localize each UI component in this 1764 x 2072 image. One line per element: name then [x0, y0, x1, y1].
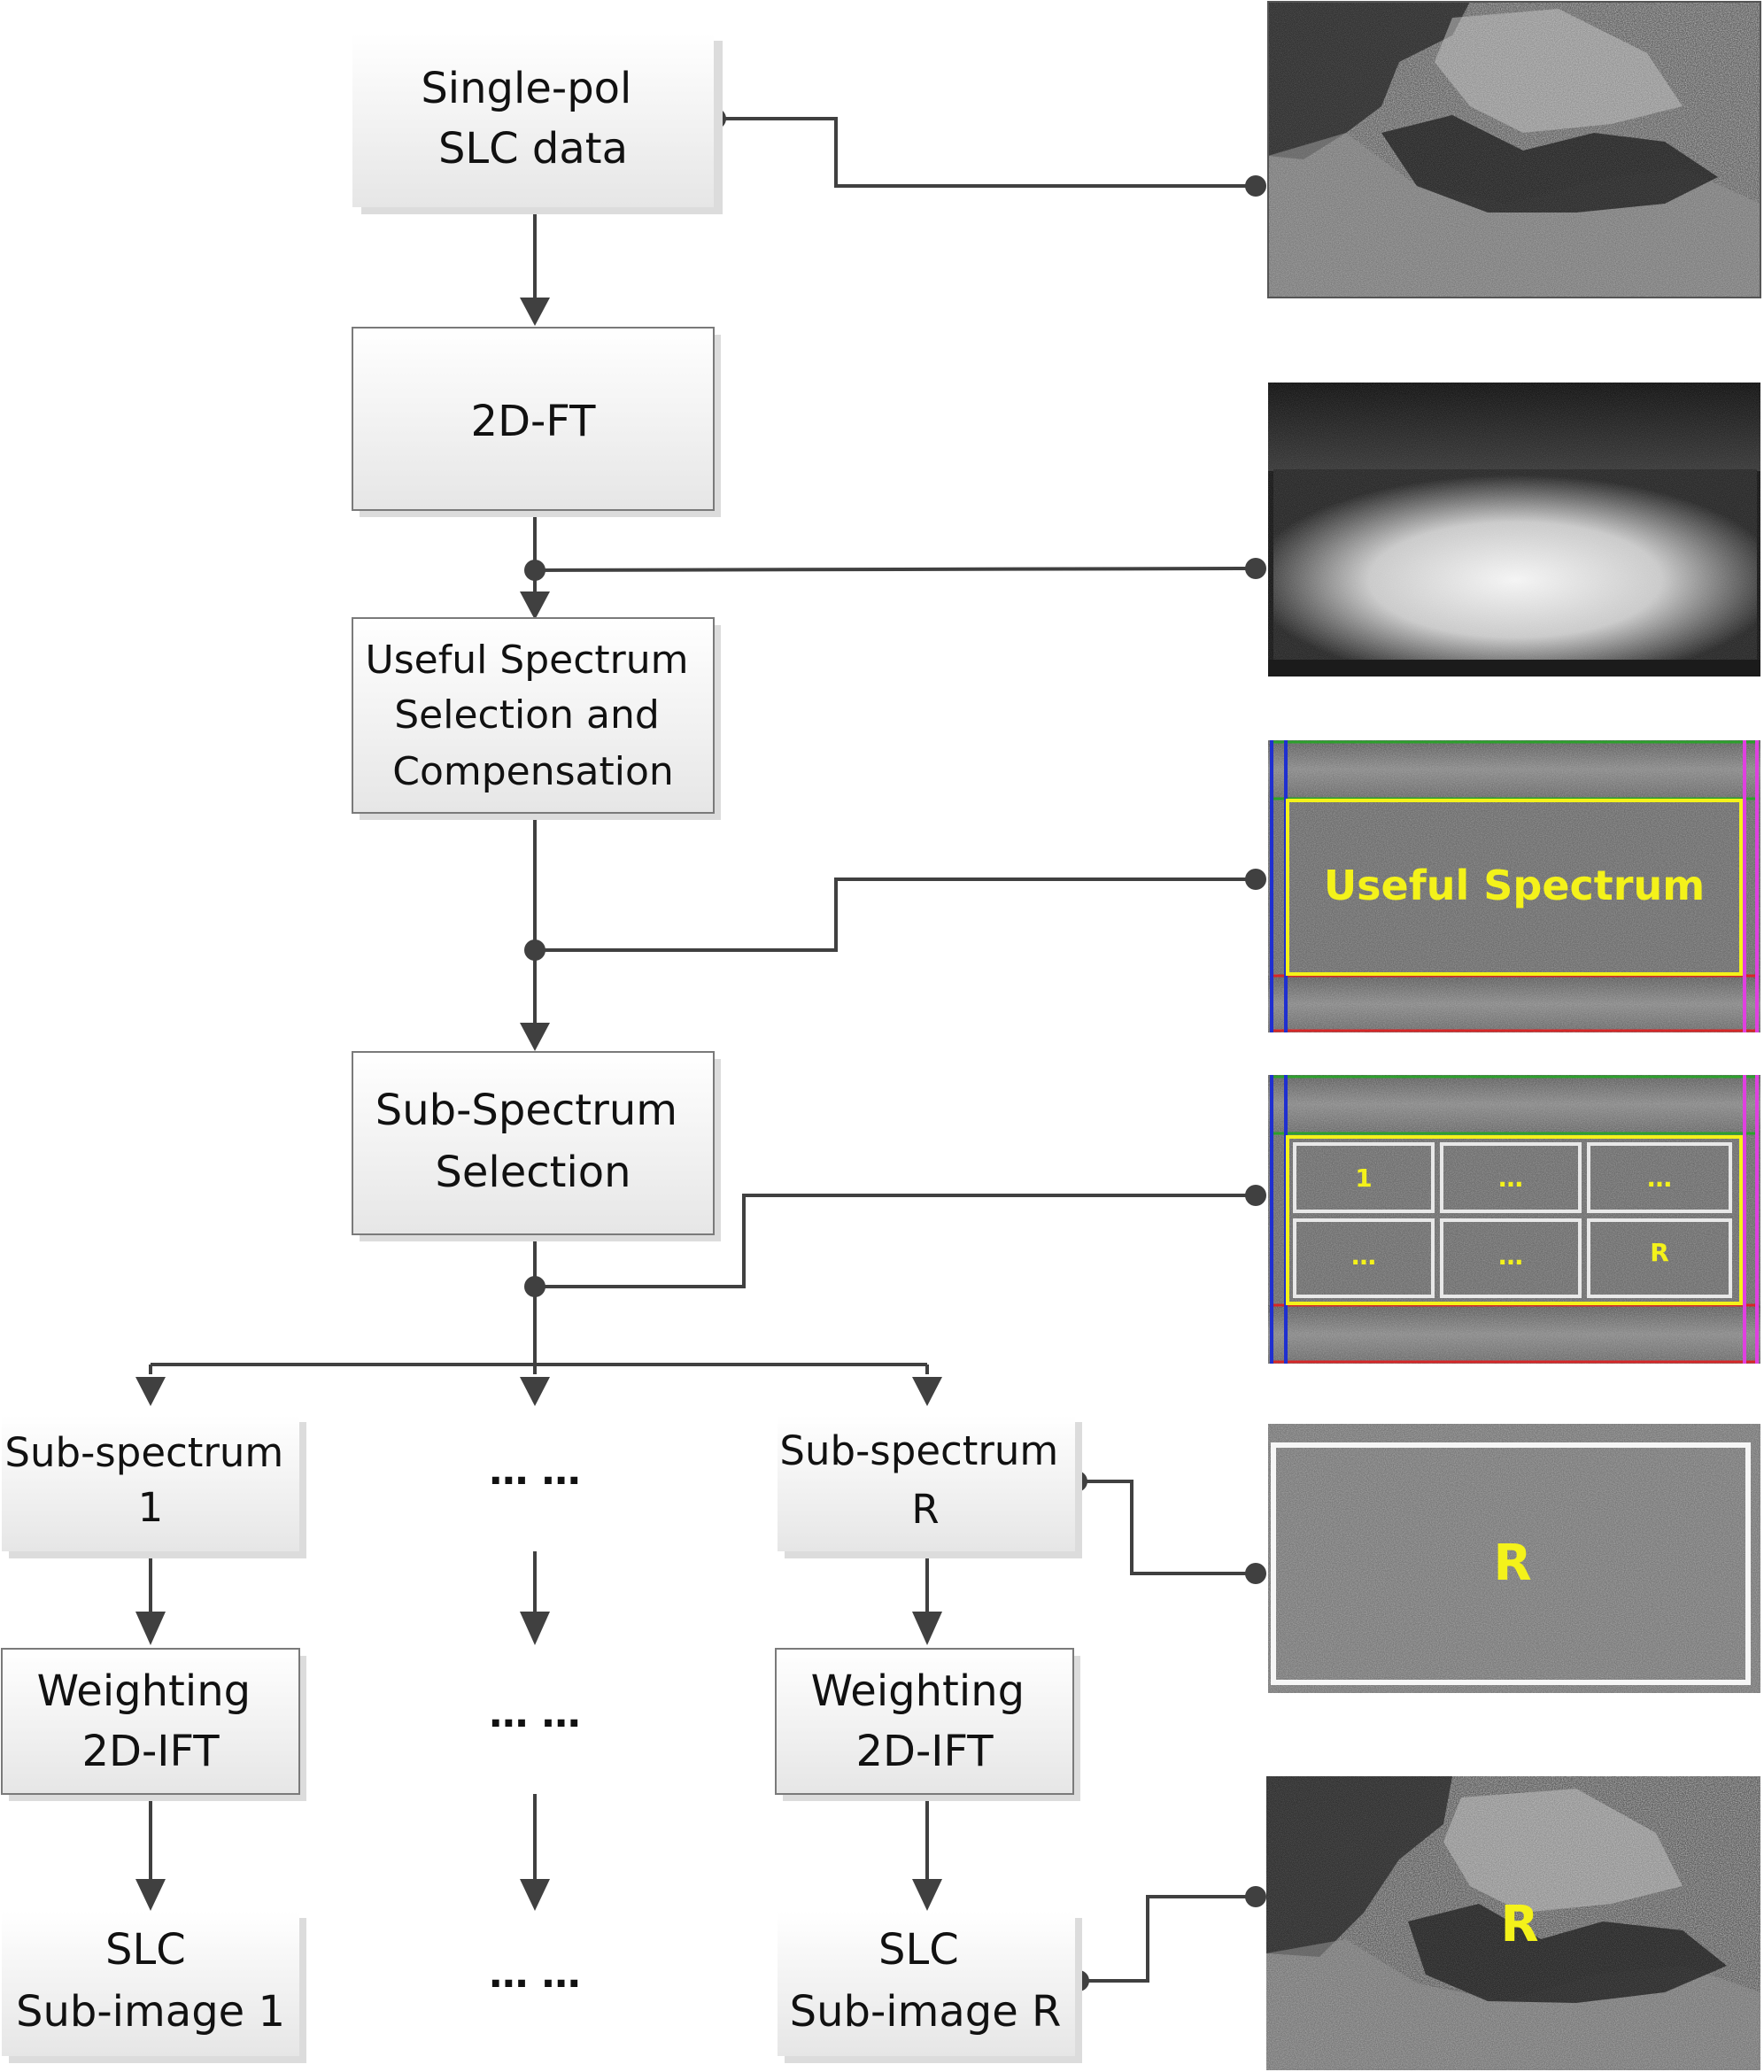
- junction-dot: [1245, 175, 1266, 197]
- box-line: Sub-spectrum: [4, 1429, 283, 1476]
- box-weighting-r: Weighting 2D-IFT: [775, 1648, 1080, 1801]
- link-subR-to-image: [1077, 1480, 1256, 1575]
- arrowhead: [520, 1377, 550, 1406]
- junction-dot: [524, 939, 545, 961]
- box-line: 2D-IFT: [81, 1727, 220, 1776]
- link-slcR-to-image: [1079, 1895, 1256, 1983]
- box-slc-sub-image-1: SLC Sub-image 1: [2, 1911, 306, 2063]
- box-2d-ft: 2D-FT: [352, 327, 721, 517]
- arrowhead: [912, 1612, 942, 1645]
- arrowhead: [520, 298, 550, 326]
- svg-text:2D-FT: 2D-FT: [471, 397, 597, 446]
- sub-spectrum-r-label: R: [1493, 1535, 1531, 1592]
- box-line: Compensation: [392, 749, 674, 794]
- junction-dot: [1245, 1185, 1266, 1206]
- junction-dot: [1245, 1886, 1266, 1907]
- arrowhead: [520, 1023, 550, 1051]
- svg-text:Weighting 2D-IFT: Weighting 2D-IFT: [811, 1666, 1039, 1776]
- sub-spectrum-grid-image: 1 … … … … R: [1268, 1075, 1760, 1364]
- connectors: [149, 117, 1257, 1983]
- arrowheads: [135, 298, 942, 1911]
- box-line: Selection and: [394, 692, 660, 738]
- box-line: SLC: [878, 1925, 959, 1975]
- arrowhead: [912, 1879, 942, 1911]
- box-single-pol-slc: Single-pol SLC data: [352, 34, 723, 214]
- sub-spectrum-r-image: R: [1268, 1424, 1760, 1693]
- box-weighting-1: Weighting 2D-IFT: [1, 1648, 306, 1801]
- ellipsis-slc: … …: [489, 1952, 580, 1997]
- arrowhead: [520, 591, 550, 620]
- junction-dot: [1245, 869, 1266, 890]
- slc-sub-image-r-image: R: [1266, 1776, 1760, 2070]
- useful-spectrum-image: Useful Spectrum: [1268, 740, 1760, 1032]
- box-line: 1: [138, 1484, 164, 1531]
- grid-cell-label: …: [1351, 1241, 1376, 1271]
- link-useful-to-image: [535, 878, 1256, 952]
- box-line: Useful Spectrum: [366, 638, 689, 683]
- svg-text:SLC Sub-image 1: SLC Sub-image 1: [16, 1925, 285, 2037]
- box-line: Sub-Spectrum: [375, 1086, 677, 1135]
- arrowhead: [912, 1377, 942, 1406]
- arrowhead: [135, 1377, 166, 1406]
- box-slc-sub-image-r: SLC Sub-image R: [778, 1911, 1082, 2063]
- arrowhead: [520, 1879, 550, 1911]
- svg-text:Useful Spectrum Selectio: Useful Spectrum Selection and Compensati…: [366, 638, 701, 794]
- junction-dot: [524, 560, 545, 581]
- box-useful-spectrum-selection: Useful Spectrum Selection and Compensati…: [352, 617, 721, 820]
- sar-image-original: [1267, 1, 1761, 298]
- arrowhead: [520, 1612, 550, 1645]
- svg-text:Sub-spectrum 1: Sub-spectrum 1: [4, 1429, 296, 1531]
- grid-cell-label: 1: [1355, 1164, 1372, 1193]
- ellipsis-group: … … … … … …: [489, 1449, 580, 1997]
- link-single-pol-to-image: [716, 117, 1256, 188]
- box-line: SLC: [105, 1925, 186, 1975]
- box-line: SLC data: [438, 124, 628, 174]
- box-line: Single-pol: [421, 64, 631, 113]
- box-line: Sub-image R: [790, 1987, 1062, 2037]
- junction-dot: [1245, 1563, 1266, 1584]
- spectrum-image-2d-ft: [1268, 383, 1760, 676]
- box-sub-spectrum-1: Sub-spectrum 1: [2, 1415, 306, 1558]
- grid-cell-label: R: [1650, 1238, 1669, 1267]
- junction-dot: [524, 1276, 545, 1297]
- box-sub-spectrum-r: Sub-spectrum R: [778, 1415, 1082, 1558]
- grid-cell-label: …: [1498, 1164, 1523, 1193]
- svg-text:Single-pol SLC data: Single-pol SLC data: [421, 64, 645, 174]
- link-ft-to-image: [534, 567, 1257, 572]
- box-sub-spectrum-selection: Sub-Spectrum Selection: [352, 1051, 721, 1241]
- useful-spectrum-label: Useful Spectrum: [1324, 862, 1705, 909]
- box-line: 2D-FT: [471, 397, 597, 446]
- arrowhead: [135, 1612, 166, 1645]
- slc-r-label: R: [1500, 1896, 1538, 1953]
- box-line: Sub-spectrum: [779, 1427, 1058, 1474]
- ellipsis-weighting: … …: [489, 1691, 580, 1736]
- svg-text:SLC Sub-image R: SLC Sub-image R: [790, 1925, 1062, 2037]
- svg-text:Sub-spectrum R: Sub-spectrum R: [779, 1427, 1071, 1533]
- box-line: R: [911, 1486, 939, 1533]
- box-line: 2D-IFT: [855, 1727, 994, 1776]
- box-line: Weighting: [37, 1666, 251, 1716]
- box-line: Selection: [435, 1148, 631, 1197]
- link-subsel-to-image: [535, 1194, 1256, 1288]
- grid-cell-label: …: [1647, 1164, 1672, 1193]
- ellipsis-sub-spectrum: … …: [489, 1449, 580, 1494]
- box-line: Sub-image 1: [16, 1987, 285, 2037]
- svg-text:Sub-Spectrum Selection: Sub-Spectrum Selection: [375, 1086, 692, 1197]
- grid-cell-label: …: [1498, 1241, 1523, 1271]
- svg-text:Weighting 2D-IFT: Weighting 2D-IFT: [37, 1666, 265, 1776]
- junction-dot: [1245, 558, 1266, 579]
- box-line: Weighting: [811, 1666, 1025, 1716]
- arrowhead: [135, 1879, 166, 1911]
